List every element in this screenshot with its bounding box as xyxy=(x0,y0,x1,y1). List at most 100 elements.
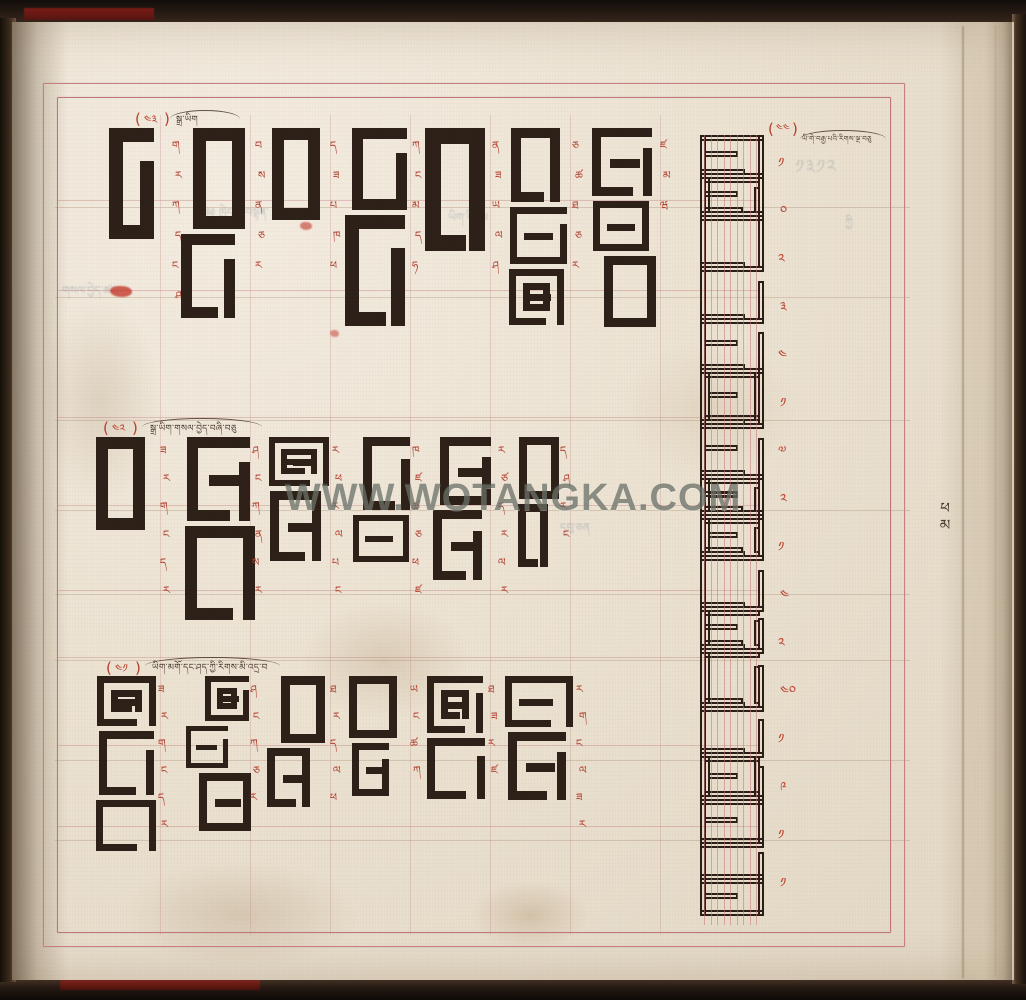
glyph-stroke-top xyxy=(187,437,250,448)
glyph-stroke-left xyxy=(427,738,435,799)
tall-column-red-numeral: ༡ xyxy=(778,828,785,843)
tall-column-outline-glyph xyxy=(700,878,764,916)
glyph-stroke-top xyxy=(349,676,397,684)
glyph-stroke-bottom xyxy=(704,415,760,421)
red-annotation-letter: ང xyxy=(414,168,422,183)
glyph-stroke-bottom xyxy=(593,244,649,251)
glyph-stroke-top xyxy=(441,690,469,697)
glyph-stroke-bottom xyxy=(440,496,491,505)
red-annotation-letter: ཤ xyxy=(491,258,500,273)
glyph-stroke-right xyxy=(758,719,764,754)
tall-column-red-guide xyxy=(736,135,738,925)
glyph-stroke-bottom xyxy=(518,559,538,567)
glyph-stroke-left xyxy=(270,491,279,561)
red-annotation-letter: ཟ xyxy=(157,682,166,697)
glyph-stroke-left xyxy=(345,215,359,326)
fore-edge-crease-1 xyxy=(962,26,964,978)
ink-splash xyxy=(330,330,339,337)
glyph-stroke-inner xyxy=(523,294,551,301)
glyph-stroke-right xyxy=(316,676,325,743)
glyph-stroke-right xyxy=(540,504,548,567)
glyph-stroke-left xyxy=(440,437,449,505)
glyph-stroke-right xyxy=(224,259,235,318)
binding-top-edge xyxy=(0,0,1026,26)
glyph-stroke-left xyxy=(700,706,706,754)
ornamental-glyph-2-1 xyxy=(95,437,157,627)
glyph-stroke-top xyxy=(704,756,760,762)
glyph-stroke-left xyxy=(272,128,284,220)
tall-column-red-guide xyxy=(717,135,718,925)
ornamental-glyph-3-5 xyxy=(425,676,487,851)
red-annotation-letter: ར xyxy=(331,499,340,514)
glyph-stroke-right xyxy=(243,690,249,721)
block-1-number: ༤༣ xyxy=(144,113,158,126)
column-guide xyxy=(660,115,661,935)
binding-top-red-cloth xyxy=(24,8,154,20)
red-annotation-letter: ར xyxy=(500,527,509,542)
glyph-stroke-inner xyxy=(704,893,738,899)
red-annotation-letter: ད xyxy=(159,555,167,570)
glyph-stroke-left xyxy=(109,128,123,239)
ornamental-glyph-2-3 xyxy=(268,437,330,627)
glyph-stroke-bottom xyxy=(592,187,633,196)
glyph-stroke-bottom xyxy=(109,225,140,239)
glyph-stroke-left xyxy=(193,128,206,229)
glyph-stroke-right xyxy=(754,620,760,646)
red-annotation-letter: ཛ xyxy=(490,763,499,778)
ornamental-glyph-2-5 xyxy=(428,437,496,627)
glyph-stroke-top xyxy=(433,510,482,519)
glyph-stroke-left xyxy=(441,690,448,719)
glyph-stroke-left xyxy=(518,504,526,567)
glyph-stroke-right xyxy=(758,878,764,916)
ornamental-glyph-1-6 xyxy=(505,128,577,333)
glyph-stroke-right xyxy=(758,281,764,320)
block-2-title: སྒྲ་ཡིག་གསལ་བྱེད་བཞི་བཅུ xyxy=(150,424,237,434)
glyph-stroke-top xyxy=(523,283,550,290)
glyph-stroke-top xyxy=(199,773,251,781)
paper-rule xyxy=(55,510,910,511)
ornamental-glyph-1-5 xyxy=(425,128,487,333)
red-annotation-letter: ད xyxy=(559,443,567,458)
glyph-stroke-right xyxy=(643,148,652,196)
red-annotation-letter: ཅ xyxy=(571,138,580,153)
glyph-stroke-bottom xyxy=(604,318,656,327)
red-annotation-letter: ཀ xyxy=(249,736,259,751)
red-annotation-letter: ཀ xyxy=(412,763,422,778)
glyph-stroke-top xyxy=(267,748,310,756)
red-annotation-letter: ང xyxy=(334,583,342,598)
glyph-stroke-left xyxy=(523,283,530,311)
red-annotation-letter: ཟ xyxy=(575,790,584,805)
glyph-stroke-top xyxy=(270,491,321,500)
glyph-stroke-top xyxy=(352,128,407,139)
red-annotation-letter: ཤ xyxy=(251,443,260,458)
red-annotation-letter: མ xyxy=(662,168,672,183)
column-guide xyxy=(250,115,251,935)
glyph-stroke-right xyxy=(140,161,154,239)
binding-right-edge xyxy=(1012,14,1026,984)
glyph-stroke-right xyxy=(758,570,764,608)
glyph-stroke-right xyxy=(543,283,550,311)
glyph-stroke-left xyxy=(353,515,359,562)
tall-column-red-numeral: ༤ xyxy=(778,348,787,363)
glyph-stroke-left xyxy=(508,732,517,800)
glyph-stroke-right xyxy=(758,852,764,880)
glyph-stroke-top xyxy=(704,372,760,378)
red-annotation-letter: ར xyxy=(249,790,258,805)
red-annotation-letter: ང xyxy=(171,258,179,273)
glyph-stroke-left xyxy=(511,128,521,202)
glyph-stroke-top xyxy=(97,676,156,683)
red-annotation-letter: ཅ xyxy=(414,527,423,542)
block-baseline xyxy=(58,657,758,658)
glyph-stroke-left xyxy=(352,743,359,796)
glyph-stroke-left xyxy=(181,234,192,318)
glyph-stroke-left xyxy=(425,128,441,251)
glyph-stroke-bottom xyxy=(186,763,228,768)
red-annotation-letter: ཟ xyxy=(159,443,168,458)
red-annotation-letter: ད xyxy=(329,138,337,153)
glyph-stroke-bottom xyxy=(427,791,466,799)
glyph-stroke-top xyxy=(185,526,255,538)
glyph-stroke-right xyxy=(557,269,564,325)
glyph-stroke-top xyxy=(205,676,249,682)
ornamental-glyph-1-3 xyxy=(262,128,322,333)
tall-column-red-numeral: ༢ xyxy=(780,492,787,507)
